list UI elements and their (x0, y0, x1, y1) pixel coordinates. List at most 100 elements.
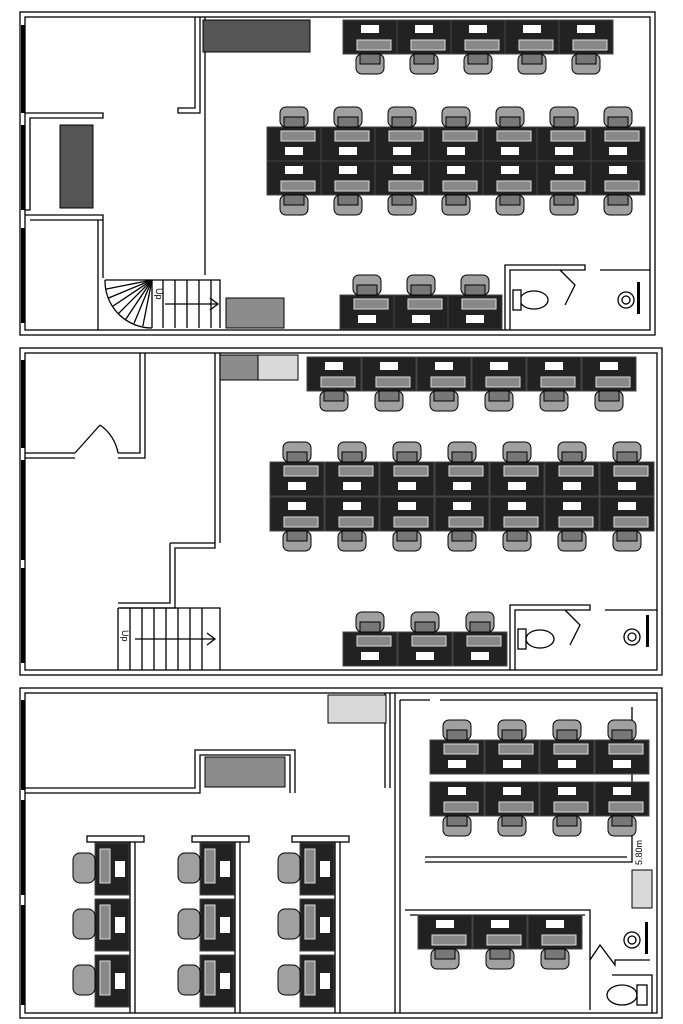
workstation[interactable] (539, 719, 595, 775)
workstation[interactable] (484, 719, 540, 775)
workstation[interactable] (269, 441, 325, 497)
workstation[interactable] (544, 441, 600, 497)
door (25, 353, 146, 459)
workstation[interactable] (266, 160, 322, 216)
workstation[interactable] (324, 441, 380, 497)
keyboard-icon (572, 39, 608, 51)
chair-icon (279, 106, 309, 128)
monitor-icon (380, 362, 398, 370)
keyboard-icon (443, 801, 479, 813)
keyboard-icon (558, 516, 594, 528)
keyboard-icon (613, 465, 649, 477)
workstation[interactable] (590, 106, 646, 162)
workstation[interactable] (447, 274, 503, 330)
workstation[interactable] (177, 954, 235, 1008)
workstation[interactable] (417, 914, 473, 970)
monitor-icon (436, 920, 454, 928)
workstation[interactable] (342, 19, 398, 75)
workstation[interactable] (484, 781, 540, 837)
workstation[interactable] (536, 160, 592, 216)
workstation[interactable] (558, 19, 614, 75)
workstation[interactable] (429, 719, 485, 775)
keyboard-icon (304, 848, 316, 884)
monitor-icon (546, 920, 564, 928)
workstation[interactable] (581, 356, 637, 412)
workstation[interactable] (393, 274, 449, 330)
workstation[interactable] (450, 19, 506, 75)
chair-icon (557, 441, 587, 463)
workstation[interactable] (306, 356, 362, 412)
window (21, 125, 25, 210)
keyboard-icon (461, 298, 497, 310)
workstation[interactable] (429, 781, 485, 837)
keyboard-icon (99, 904, 111, 940)
chair-icon (495, 106, 525, 128)
workstation[interactable] (428, 106, 484, 162)
keyboard-icon (304, 904, 316, 940)
chair-icon (177, 964, 201, 996)
workstation[interactable] (539, 781, 595, 837)
workstation[interactable] (177, 898, 235, 952)
chair-icon (337, 441, 367, 463)
workstation[interactable] (452, 611, 508, 667)
workstation[interactable] (324, 496, 380, 552)
workstation[interactable] (594, 719, 650, 775)
workstation[interactable] (277, 898, 335, 952)
workstation[interactable] (482, 160, 538, 216)
keyboard-icon (442, 130, 478, 142)
workstation[interactable] (397, 611, 453, 667)
workstation[interactable] (489, 441, 545, 497)
workstation[interactable] (396, 19, 452, 75)
restroom (509, 604, 657, 670)
workstation[interactable] (72, 954, 130, 1008)
workstation[interactable] (599, 441, 655, 497)
workstation[interactable] (472, 914, 528, 970)
workstation[interactable] (527, 914, 583, 970)
workstation[interactable] (269, 496, 325, 552)
workstation[interactable] (361, 356, 417, 412)
workstation[interactable] (320, 160, 376, 216)
chair-icon (333, 106, 363, 128)
workstation[interactable] (72, 898, 130, 952)
workstation[interactable] (277, 954, 335, 1008)
keyboard-icon (411, 635, 447, 647)
workstation[interactable] (342, 611, 398, 667)
workstation[interactable] (379, 496, 435, 552)
workstation[interactable] (177, 842, 235, 896)
workstation[interactable] (544, 496, 600, 552)
workstation[interactable] (379, 441, 435, 497)
workstation[interactable] (594, 781, 650, 837)
monitor-icon (415, 25, 433, 33)
workstation[interactable] (374, 160, 430, 216)
chair-icon (337, 530, 367, 552)
keyboard-icon (496, 180, 532, 192)
workstation[interactable] (471, 356, 527, 412)
workstation[interactable] (339, 274, 395, 330)
keyboard-icon (304, 960, 316, 996)
workstation[interactable] (277, 842, 335, 896)
monitor-icon (609, 147, 627, 155)
workstation[interactable] (434, 441, 490, 497)
workstation[interactable] (266, 106, 322, 162)
workstation[interactable] (374, 106, 430, 162)
workstation[interactable] (536, 106, 592, 162)
workstation[interactable] (434, 496, 490, 552)
workstation[interactable] (526, 356, 582, 412)
workstation[interactable] (590, 160, 646, 216)
workstation[interactable] (504, 19, 560, 75)
workstation[interactable] (599, 496, 655, 552)
monitor-icon (343, 482, 361, 490)
workstation[interactable] (320, 106, 376, 162)
workstation[interactable] (72, 842, 130, 896)
workstation[interactable] (428, 160, 484, 216)
monitor-icon (320, 973, 330, 989)
workstation[interactable] (416, 356, 472, 412)
workstation[interactable] (489, 496, 545, 552)
interior-wall (177, 17, 206, 275)
workstation[interactable] (482, 106, 538, 162)
floor-1: Up (19, 11, 656, 336)
monitor-icon (523, 25, 541, 33)
keyboard-icon (448, 465, 484, 477)
chair-icon (603, 194, 633, 216)
keyboard-icon (204, 848, 216, 884)
